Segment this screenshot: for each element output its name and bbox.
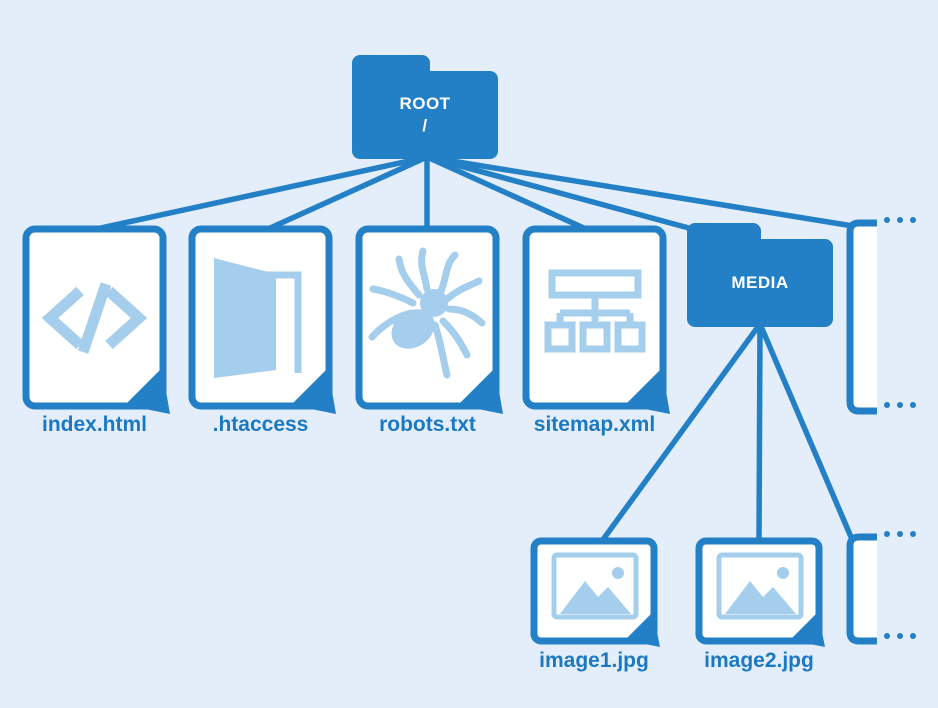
media-folder-body: MEDIA — [687, 239, 833, 327]
file-page-icon — [522, 225, 670, 414]
ellipsis-dots-icon — [884, 531, 916, 537]
spider-icon — [368, 247, 486, 379]
open-door-icon — [214, 258, 302, 378]
file-node-image2: image2.jpg — [695, 537, 825, 672]
file-label: index.html — [41, 413, 147, 436]
root-folder-path: / — [422, 116, 428, 135]
file-node-image1: image1.jpg — [530, 537, 660, 672]
page-fold-corner — [625, 612, 660, 647]
partial-page-icon — [846, 219, 877, 415]
edge-media-image2 — [756, 323, 763, 542]
file-page-icon — [530, 537, 660, 647]
file-node-robotstxt: robots.txt — [355, 225, 503, 436]
file-label: image2.jpg — [704, 649, 814, 672]
page-fold-corner — [625, 368, 670, 414]
file-page-icon — [695, 537, 825, 647]
code-file-icon — [41, 282, 148, 354]
edge-root-more — [426, 154, 854, 229]
truncated-file-top — [846, 219, 882, 415]
root-folder-body: ROOT / — [352, 71, 498, 159]
file-label: image1.jpg — [539, 649, 649, 672]
file-page-icon — [22, 225, 170, 414]
root-folder-label: ROOT — [399, 93, 451, 113]
ellipsis-dots-icon — [884, 217, 916, 223]
edge-root-htaccess — [266, 154, 429, 232]
file-page-icon — [188, 225, 336, 414]
file-node-indexhtml: index.html — [22, 225, 170, 436]
edge-root-sitemapxml — [425, 154, 588, 232]
truncated-file-bottom — [846, 533, 882, 645]
edge-root-indexhtml — [95, 154, 428, 232]
file-label: .htaccess — [212, 413, 309, 436]
file-node-htaccess: .htaccess — [188, 225, 336, 436]
root-folder: ROOT / — [352, 55, 498, 159]
media-folder-label: MEDIA — [731, 272, 789, 292]
page-fold-corner — [458, 368, 503, 414]
page-fold-corner — [790, 612, 825, 647]
file-label: sitemap.xml — [533, 413, 656, 436]
edge-media-image1 — [599, 322, 763, 543]
sitemap-tree-icon — [544, 269, 646, 353]
ellipsis-dots-icon — [884, 402, 916, 408]
partial-page-icon — [846, 533, 877, 645]
ellipsis-dots-icon — [884, 633, 916, 639]
media-folder: MEDIA — [687, 223, 833, 327]
picture-icon — [551, 552, 639, 620]
picture-icon — [716, 552, 804, 620]
page-fold-corner — [291, 368, 336, 414]
file-label: robots.txt — [379, 413, 476, 436]
edge-media-more — [757, 322, 854, 539]
page-fold-corner — [125, 368, 170, 414]
file-node-sitemapxml: sitemap.xml — [522, 225, 670, 436]
file-page-icon — [355, 225, 503, 414]
